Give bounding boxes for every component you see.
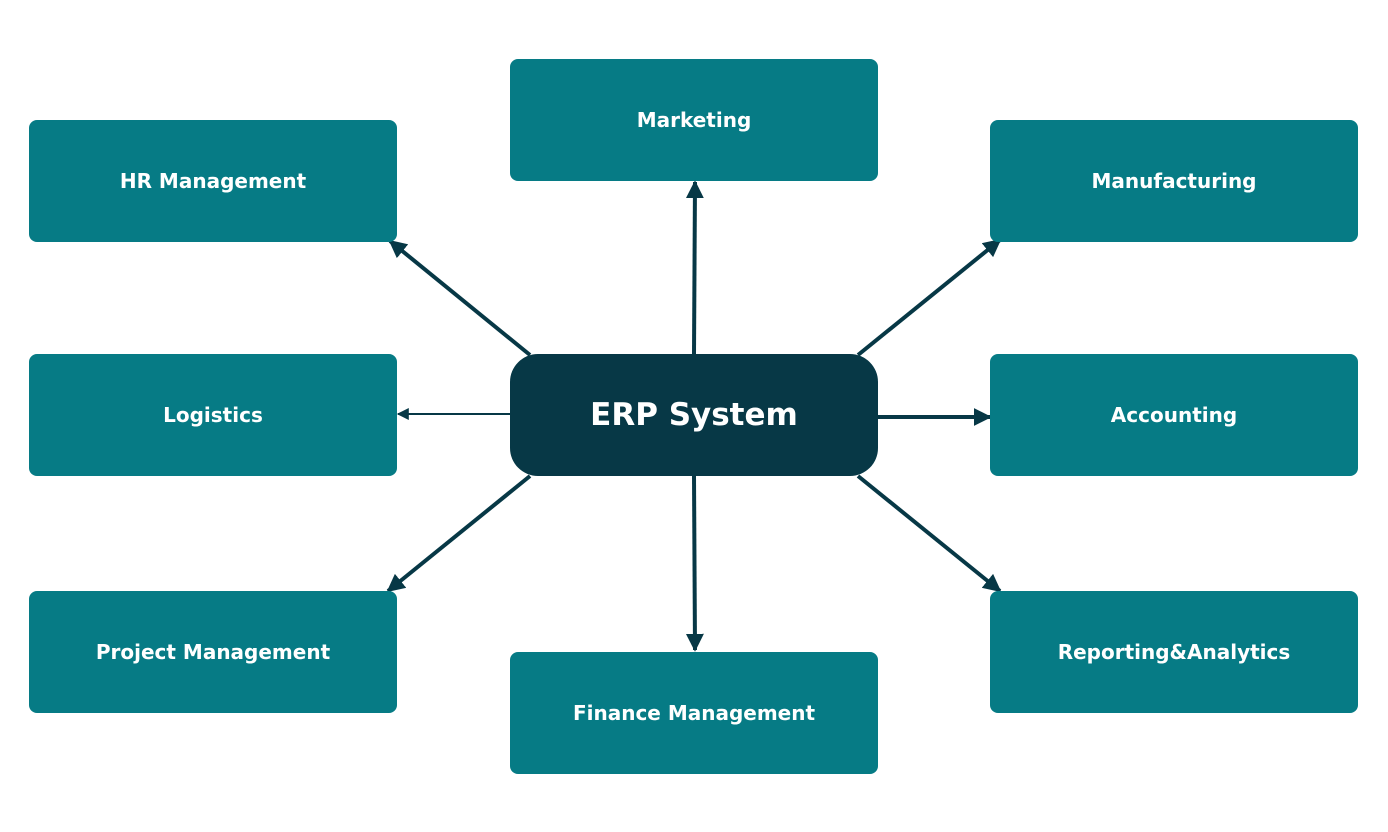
- arrow-to-reporting-analytics: [856, 474, 1002, 593]
- arrow-to-project-management: [386, 474, 532, 593]
- arrow-to-marketing: [685, 180, 704, 355]
- finance-management-node: Finance Management: [510, 652, 878, 774]
- project-management-node: Project Management: [29, 591, 397, 713]
- hr-management-node: HR Management: [29, 120, 397, 242]
- arrow-to-manufacturing: [856, 238, 1002, 357]
- manufacturing-node: Manufacturing: [990, 120, 1358, 242]
- logistics-node: Logistics: [29, 354, 397, 476]
- arrow-to-hr-management: [388, 239, 532, 357]
- reporting-analytics-node: Reporting&Analytics: [990, 591, 1358, 713]
- arrow-to-finance-management: [685, 475, 704, 652]
- marketing-node: Marketing: [510, 59, 878, 181]
- accounting-node: Accounting: [990, 354, 1358, 476]
- erp-system-node: ERP System: [510, 354, 878, 476]
